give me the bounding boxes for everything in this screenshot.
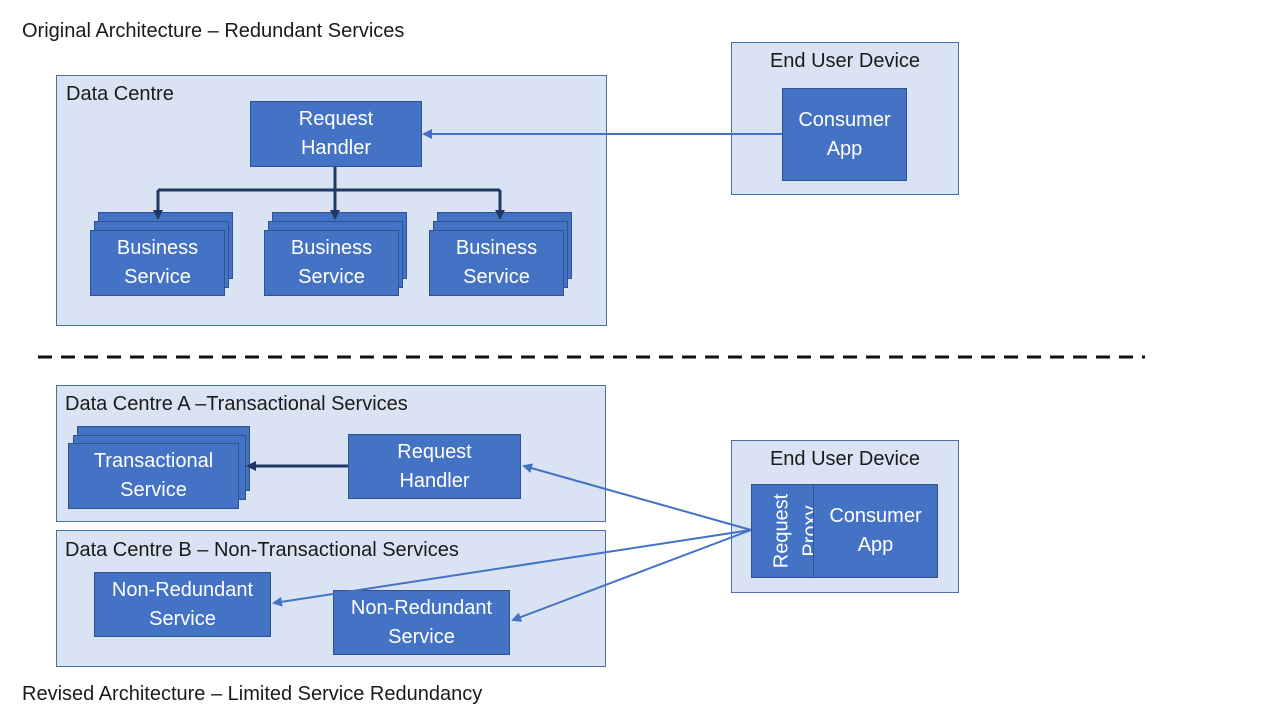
original-architecture-title: Original Architecture – Redundant Servic… [22,20,405,42]
revised-consumer-app: Consumer App [813,484,938,578]
transactional-service: Transactional Service [68,443,239,509]
original-end-user-device-label: End User Device [769,50,921,72]
business-service-2: Business Service [264,230,399,296]
original-consumer-app: Consumer App [782,88,907,181]
non-redundant-service-2: Non-Redundant Service [333,590,510,655]
revised-architecture-title: Revised Architecture – Limited Service R… [22,683,483,705]
business-service-1: Business Service [90,230,225,296]
request-proxy-label: Request Proxy [770,493,822,569]
revised-end-user-device-label: End User Device [769,448,921,470]
data-centre-b-label: Data Centre B – Non-Transactional Servic… [65,539,459,561]
non-redundant-service-1: Non-Redundant Service [94,572,271,637]
data-centre-a-label: Data Centre A –Transactional Services [65,393,408,415]
revised-request-handler: Request Handler [348,434,521,499]
data-centre-label: Data Centre [66,83,174,105]
business-service-3: Business Service [429,230,564,296]
original-request-handler: Request Handler [250,101,422,167]
